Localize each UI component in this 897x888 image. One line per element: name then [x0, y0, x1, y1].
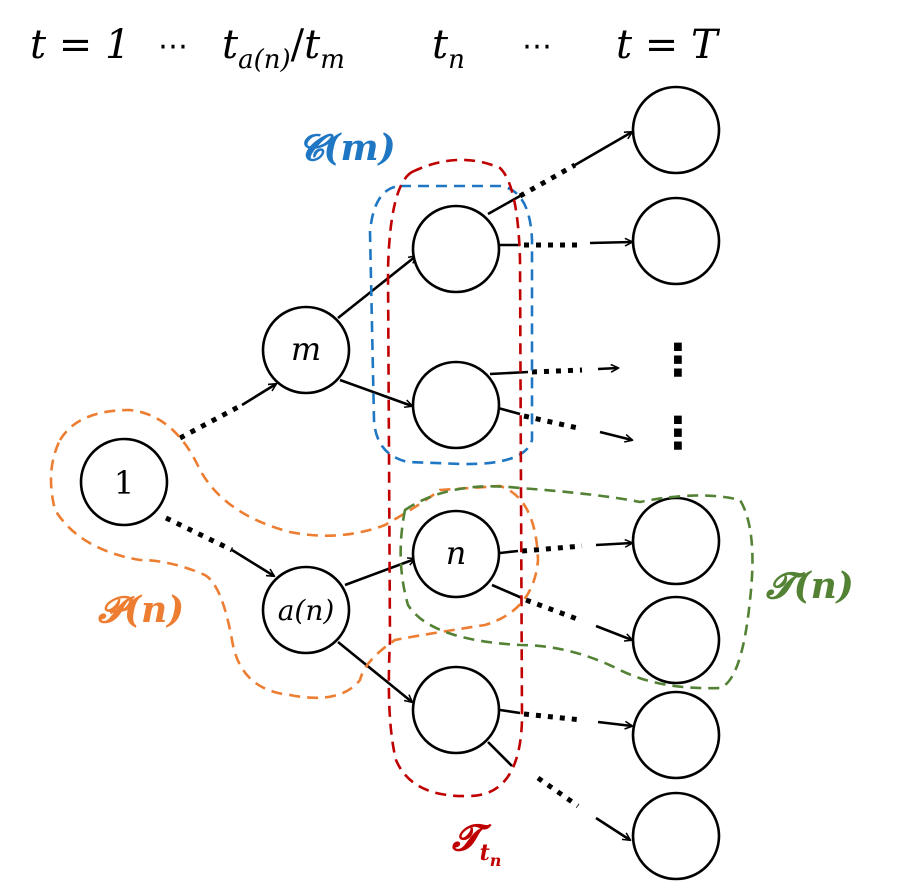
- tree-nodes: 1 m a(n) n ⋮ ⋮: [79, 85, 721, 881]
- edge-c3-right-dots: [523, 711, 583, 723]
- stage-label-last: t = T: [616, 22, 721, 68]
- stage-header: t = 1 ⋯ ta(n)/tm tn ⋯ t = T: [30, 22, 721, 75]
- region-subtree-of-n: [399, 485, 754, 690]
- edge-c1-up-dots: [518, 162, 577, 199]
- header-ellipsis-right: ⋯: [522, 29, 552, 64]
- edge-c2-right-arrow: [597, 368, 618, 369]
- region-children-of-m: [368, 184, 534, 466]
- node-child-m-2[interactable]: [411, 360, 501, 450]
- node-root-label: 1: [114, 464, 134, 502]
- node-leaf-1[interactable]: [631, 85, 721, 175]
- edge-arrow-root-m: [241, 384, 276, 407]
- region-stage-tn: [386, 158, 524, 798]
- edge-c2-down-arrow: [599, 430, 632, 440]
- node-leaf-4[interactable]: [631, 595, 721, 685]
- stage-label-first: t = 1: [30, 22, 130, 68]
- set-regions: [49, 158, 754, 798]
- stage-label-tn: tn: [432, 22, 465, 75]
- vdots-lower: ⋮: [656, 408, 700, 459]
- node-a[interactable]: [261, 565, 351, 655]
- node-m[interactable]: [261, 305, 351, 395]
- edge-c3-down-dots: [536, 775, 580, 809]
- node-leaf-5[interactable]: [631, 690, 721, 780]
- edge-c1-up-arrow: [574, 132, 632, 167]
- edge-n-right-dots: [521, 543, 583, 554]
- edge-a-child: [337, 640, 412, 702]
- edge-c3-right-arrow: [597, 722, 632, 726]
- edge-c2-down-dots: [523, 413, 579, 431]
- set-label-stage: 𝓣𝒕𝒏: [452, 817, 501, 870]
- header-ellipsis-left: ⋯: [158, 29, 188, 64]
- edge-c2-right-solid: [489, 370, 529, 376]
- edge-n-down-arrow: [595, 624, 632, 640]
- edge-c1-right-arrow: [589, 242, 632, 243]
- edge-c3-right-solid: [499, 708, 521, 715]
- edge-n-down-dots: [525, 597, 581, 623]
- node-a-label: a(n): [278, 594, 335, 627]
- node-child-m-1[interactable]: [411, 204, 501, 294]
- node-child-a[interactable]: [411, 665, 501, 755]
- edge-n-right-solid: [499, 549, 519, 555]
- edge-dots-root-a: [164, 515, 234, 553]
- edge-c2-down-solid: [497, 406, 521, 416]
- edge-a-n: [344, 559, 415, 587]
- node-m-label: m: [291, 330, 321, 368]
- node-root[interactable]: [79, 437, 169, 527]
- node-leaf-6[interactable]: [631, 791, 721, 881]
- set-label-subtree: 𝓣(𝒏): [766, 565, 854, 607]
- set-label-ancestors: 𝓟(𝒏): [98, 589, 184, 631]
- node-n[interactable]: [411, 509, 501, 599]
- region-ancestors-of-n: [49, 408, 540, 700]
- edge-n-right-arrow: [595, 543, 632, 545]
- tree-edges: [164, 132, 632, 840]
- set-label-children: 𝓒(𝒎): [298, 127, 396, 169]
- edge-n-down-solid: [491, 583, 523, 600]
- edge-c1-up-solid: [487, 194, 521, 216]
- edge-m-child1: [337, 256, 416, 320]
- vdots-upper: ⋮: [656, 335, 700, 386]
- edge-c3-down-arrow: [595, 816, 630, 840]
- node-leaf-3[interactable]: [631, 496, 721, 586]
- edge-arrow-root-a: [231, 548, 274, 576]
- stage-label-ancestor: ta(n)/tm: [222, 22, 345, 75]
- node-leaf-2[interactable]: [631, 196, 721, 286]
- edge-m-child2: [339, 378, 412, 406]
- edge-c2-right-dots: [531, 367, 583, 375]
- edge-c3-down-solid: [487, 741, 513, 767]
- node-n-label: n: [446, 534, 467, 572]
- edge-dots-root-m: [178, 402, 244, 441]
